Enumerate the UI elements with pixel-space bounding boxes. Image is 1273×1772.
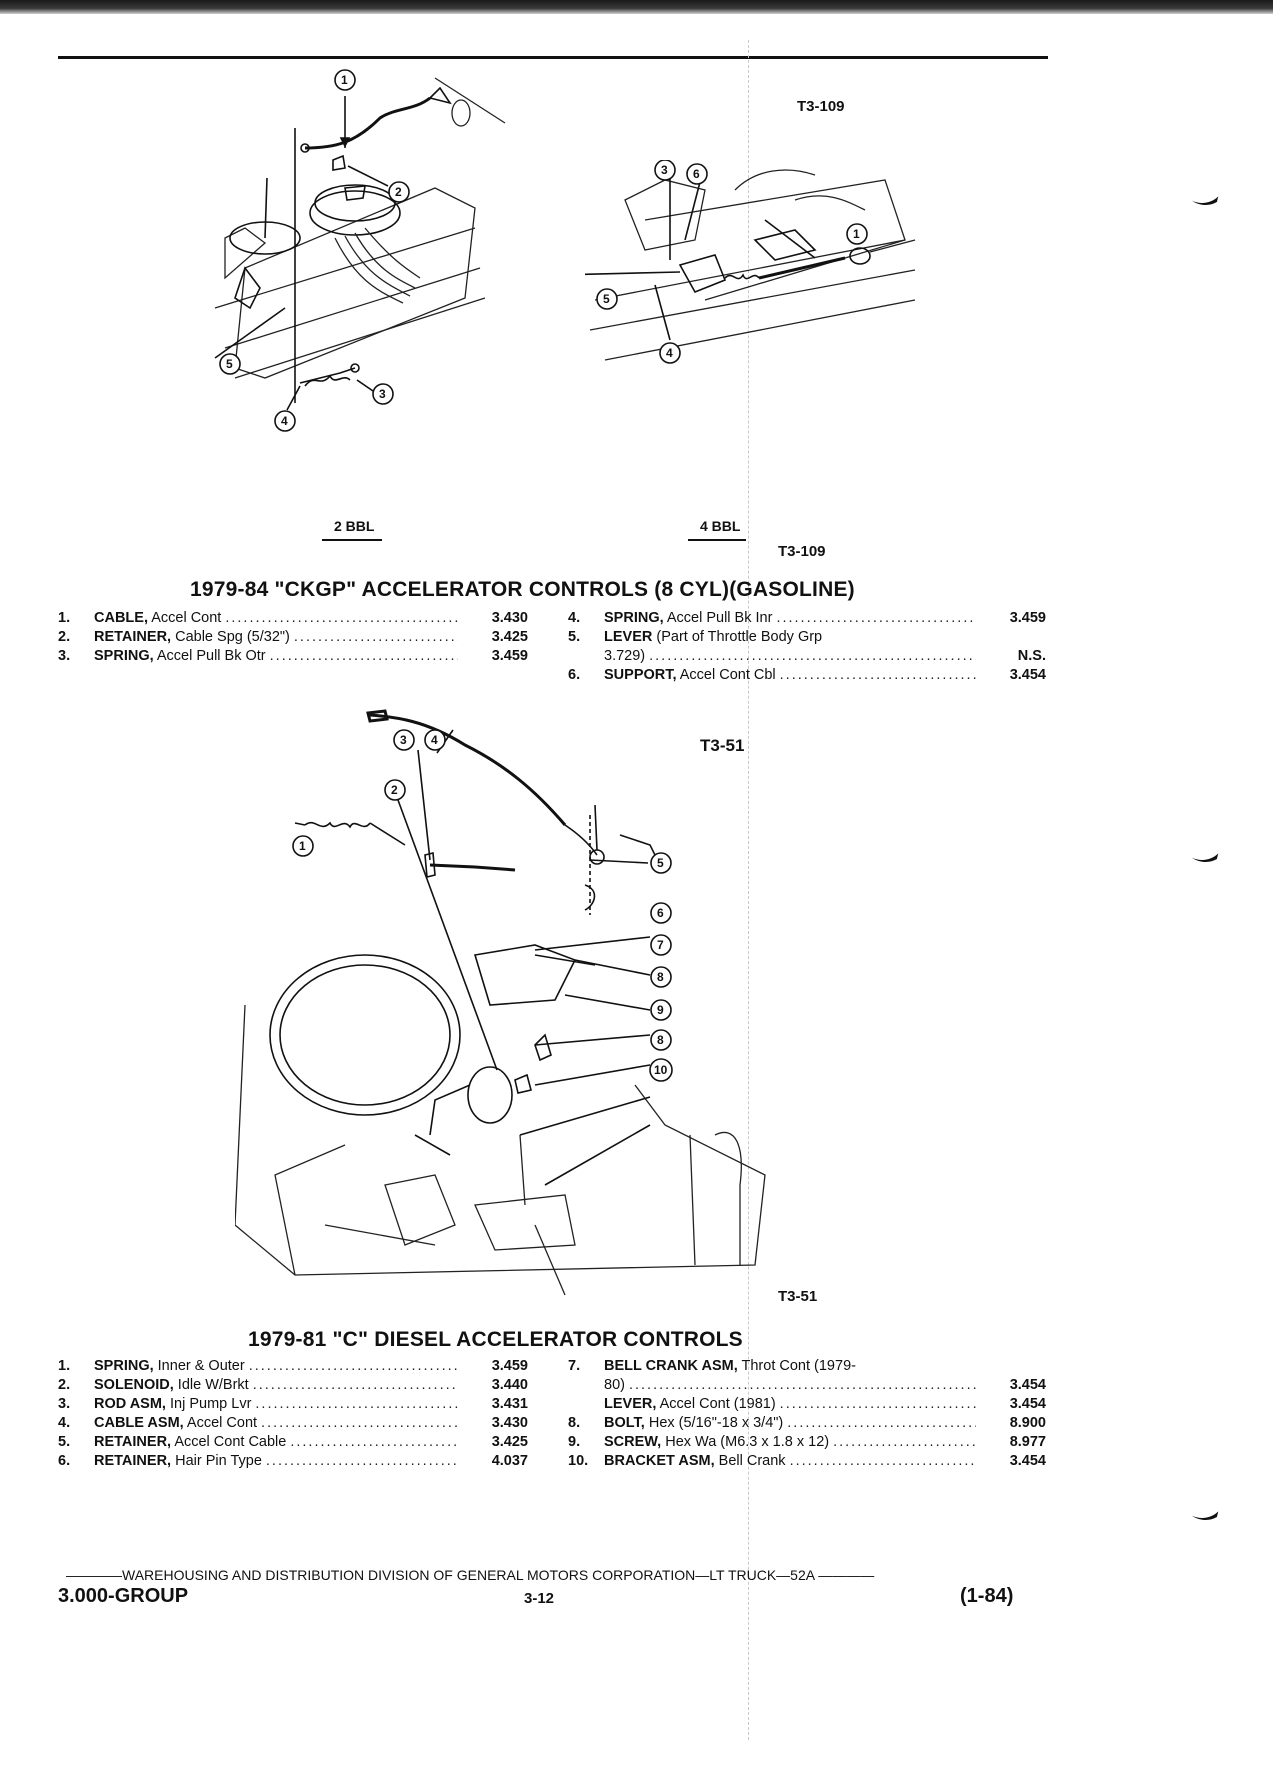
callout-6: 6 xyxy=(686,163,708,185)
svg-text:3: 3 xyxy=(400,733,407,747)
caption-4bbl: 4 BBL xyxy=(700,518,741,534)
callout-4: 4 xyxy=(424,729,446,751)
footer-group: 3.000-GROUP xyxy=(58,1585,189,1607)
list-item: 4.SPRING, Accel Pull Bk Inr3.459 xyxy=(568,609,1046,628)
svg-text:1: 1 xyxy=(853,227,860,241)
callouts-diesel: 3 4 1 2 5 6 7 8 9 8 10 xyxy=(292,729,673,1082)
caption-2bbl: 2 BBL xyxy=(334,518,375,534)
top-edge-band xyxy=(0,0,1273,14)
caption-2bbl-rule xyxy=(322,539,382,541)
svg-text:5: 5 xyxy=(226,357,233,371)
diagram-diesel: 3 4 1 2 5 6 7 8 9 8 10 xyxy=(235,709,766,1296)
list-item: 8.BOLT, Hex (5/16"-18 x 3/4")8.900 xyxy=(568,1414,1046,1433)
figure-tag-top: T3-109 xyxy=(797,98,845,115)
svg-text:5: 5 xyxy=(657,856,664,870)
list-item: 9.SCREW, Hex Wa (M6.3 x 1.8 x 12)8.977 xyxy=(568,1433,1046,1452)
list-item: 1.CABLE, Accel Cont3.430 xyxy=(58,609,528,628)
svg-text:1: 1 xyxy=(341,73,348,87)
svg-text:9: 9 xyxy=(657,1003,664,1017)
list-item: 4.CABLE ASM, Accel Cont3.430 xyxy=(58,1414,528,1433)
svg-text:6: 6 xyxy=(693,167,700,181)
callout-2: 2 xyxy=(384,779,406,801)
callout-9: 9 xyxy=(650,999,672,1021)
list-item: 3.ROD ASM, Inj Pump Lvr3.431 xyxy=(58,1395,528,1414)
footer-date: (1-84) xyxy=(960,1585,1014,1607)
callout-4: 4 xyxy=(274,410,296,432)
footer-page-number: 3-12 xyxy=(524,1590,555,1607)
svg-text:2: 2 xyxy=(391,783,398,797)
list-item: LEVER, Accel Cont (1981)3.454 xyxy=(568,1395,1046,1414)
callouts-4bbl: 3 6 1 4 xyxy=(654,160,868,364)
figure-tag-bottom: T3-109 xyxy=(778,543,826,560)
list-item: 2.RETAINER, Cable Spg (5/32")3.425 xyxy=(58,628,528,647)
list-item: 3.729)N.S. xyxy=(568,647,1046,666)
list-item: 3.SPRING, Accel Pull Bk Otr3.459 xyxy=(58,647,528,666)
callout-8b: 8 xyxy=(650,1029,672,1051)
callout-7: 7 xyxy=(650,934,672,956)
svg-text:4: 4 xyxy=(666,346,673,360)
svg-text:8: 8 xyxy=(657,970,664,984)
svg-text:4: 4 xyxy=(281,414,288,428)
list-item: 80)3.454 xyxy=(568,1376,1046,1395)
svg-text:1: 1 xyxy=(299,839,306,853)
callouts-2bbl: 1 2 3 4 5 xyxy=(219,69,410,432)
callout-1: 1 xyxy=(846,223,868,245)
list-item: 5.LEVER (Part of Throttle Body Grp xyxy=(568,629,823,645)
svg-text:8: 8 xyxy=(657,1033,664,1047)
callout-1: 1 xyxy=(334,69,356,91)
parts-list-diesel-right: 7.BELL CRANK ASM, Throt Cont (1979- 80)3… xyxy=(568,1357,1046,1471)
callout-5: 5 xyxy=(219,353,241,375)
callout-6: 6 xyxy=(650,902,672,924)
diagram-2bbl: 1 2 3 4 5 xyxy=(214,69,506,432)
header-rule xyxy=(58,56,1048,59)
list-item: 2.SOLENOID, Idle W/Brkt3.440 xyxy=(58,1376,528,1395)
callout-3: 3 xyxy=(372,383,394,405)
callout-3: 3 xyxy=(654,160,676,181)
callout-3: 3 xyxy=(393,729,415,751)
svg-text:7: 7 xyxy=(657,938,664,952)
scan-fold-line xyxy=(748,40,749,1740)
svg-text:10: 10 xyxy=(654,1063,668,1077)
callout-2: 2 xyxy=(388,181,410,203)
margin-mark-1 xyxy=(1191,196,1219,205)
callout-8: 8 xyxy=(650,966,672,988)
list-item: 6.RETAINER, Hair Pin Type4.037 xyxy=(58,1452,528,1471)
callout-10: 10 xyxy=(649,1058,673,1082)
svg-text:2: 2 xyxy=(395,185,402,199)
svg-text:4: 4 xyxy=(431,733,438,747)
callout-4: 4 xyxy=(659,342,681,364)
parts-list-diesel-left: 1.SPRING, Inner & Outer3.459 2.SOLENOID,… xyxy=(58,1357,528,1471)
section-title-diesel: 1979-81 "C" DIESEL ACCELERATOR CONTROLS xyxy=(248,1328,743,1351)
list-item: 10.BRACKET ASM, Bell Crank3.454 xyxy=(568,1452,1046,1471)
caption-4bbl-rule xyxy=(688,539,746,541)
parts-list-gasoline-right: 4.SPRING, Accel Pull Bk Inr3.459 5.LEVER… xyxy=(568,609,1046,685)
diagram-4bbl: 3 6 1 4 xyxy=(585,160,916,364)
list-item: 6.SUPPORT, Accel Cont Cbl3.454 xyxy=(568,666,1046,685)
svg-text:3: 3 xyxy=(661,163,668,177)
figure-tag-diesel-top: T3-51 xyxy=(700,736,745,755)
margin-mark-2 xyxy=(1191,853,1219,862)
list-item: 1.SPRING, Inner & Outer3.459 xyxy=(58,1357,528,1376)
callout-1: 1 xyxy=(292,835,314,857)
callout-5-4bbl: 5 xyxy=(596,288,618,310)
callout-5: 5 xyxy=(650,852,672,874)
margin-mark-3 xyxy=(1191,1511,1219,1520)
list-item: 7.BELL CRANK ASM, Throt Cont (1979- xyxy=(568,1358,856,1374)
svg-text:3: 3 xyxy=(379,387,386,401)
figure-tag-diesel-bottom: T3-51 xyxy=(778,1288,818,1305)
footer-publisher-line: ————WAREHOUSING AND DISTRIBUTION DIVISIO… xyxy=(66,1567,875,1583)
list-item: 5.RETAINER, Accel Cont Cable3.425 xyxy=(58,1433,528,1452)
section-title-gasoline: 1979-84 "CKGP" ACCELERATOR CONTROLS (8 C… xyxy=(190,578,855,601)
parts-list-gasoline-left: 1.CABLE, Accel Cont3.430 2.RETAINER, Cab… xyxy=(58,609,528,666)
svg-text:6: 6 xyxy=(657,906,664,920)
svg-text:5: 5 xyxy=(603,292,610,306)
